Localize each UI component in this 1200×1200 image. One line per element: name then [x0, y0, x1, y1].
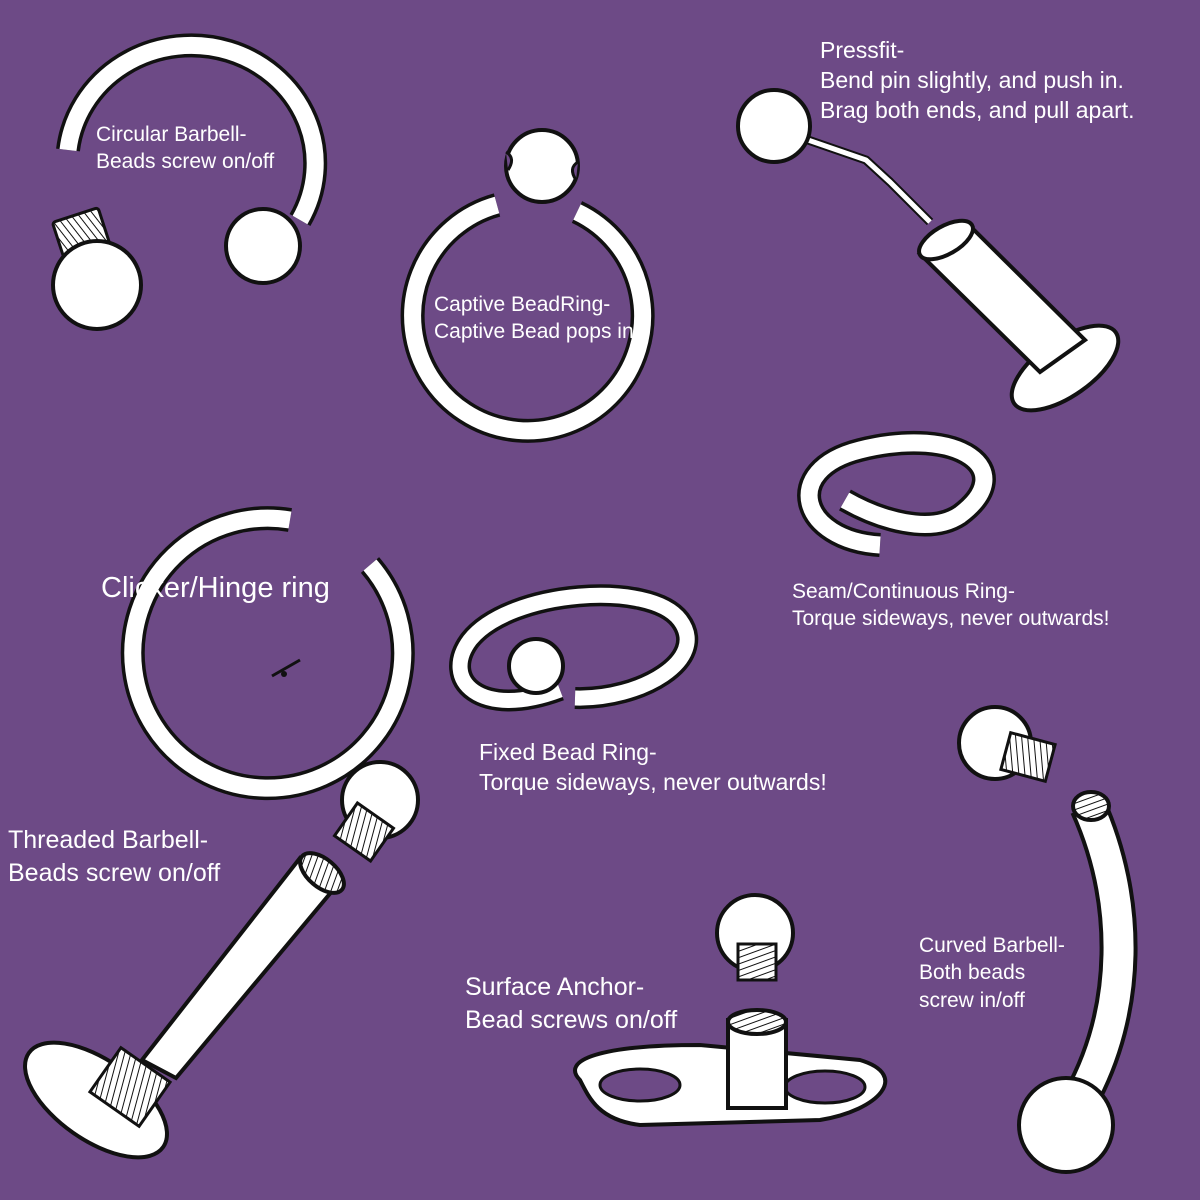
- clicker-hinge-ring-title: Clicker/Hinge ring: [101, 572, 330, 604]
- curved-barbell-illustration: [957, 705, 1138, 1174]
- fixed-bead-ring-title: Fixed Bead Ring-: [479, 739, 657, 765]
- threaded-barbell-label: Threaded Barbell- Beads screw on/off: [8, 824, 220, 889]
- captive-bead-ring-instruction: Captive Bead pops in: [434, 320, 634, 344]
- pressfit-illustration: [736, 88, 1121, 413]
- clicker-hinge-ring-label: Clicker/Hinge ring: [101, 570, 330, 608]
- surface-anchor-label: Surface Anchor- Bead screws on/off: [465, 971, 677, 1036]
- clicker-hinge-ring-illustration: [120, 506, 415, 801]
- curved-barbell-label: Curved Barbell- Both beads screw in/off: [919, 932, 1065, 1014]
- pressfit-instruction-insert: Bend pin slightly, and push in.: [820, 66, 1124, 93]
- pressfit-title: Pressfit-: [820, 37, 905, 63]
- pressfit-instruction-remove: Brag both ends, and pull apart.: [820, 96, 1135, 123]
- fixed-bead-ring-label: Fixed Bead Ring- Torque sideways, never …: [479, 738, 827, 798]
- surface-anchor-title: Surface Anchor-: [465, 973, 645, 1001]
- curved-barbell-instruction-2: screw in/off: [919, 988, 1025, 1012]
- seam-continuous-ring-instruction: Torque sideways, never outwards!: [792, 607, 1110, 631]
- captive-bead-ring-illustration: [400, 128, 655, 443]
- seam-continuous-ring-label: Seam/Continuous Ring- Torque sideways, n…: [792, 578, 1110, 633]
- captive-bead-ring-title: Captive BeadRing-: [434, 293, 611, 316]
- circular-barbell-loose-bead: [51, 206, 143, 331]
- circular-barbell-instruction: Beads screw on/off: [96, 150, 275, 174]
- seam-continuous-ring-illustration: [797, 430, 996, 557]
- curved-barbell-instruction-1: Both beads: [919, 961, 1026, 985]
- captive-bead-ring-label: Captive BeadRing- Captive Bead pops in: [434, 291, 634, 346]
- fixed-bead-ring-instruction: Torque sideways, never outwards!: [479, 768, 827, 795]
- threaded-barbell-illustration: [23, 760, 420, 1160]
- pressfit-label: Pressfit- Bend pin slightly, and push in…: [820, 36, 1135, 126]
- surface-anchor-instruction: Bead screws on/off: [465, 1005, 678, 1034]
- threaded-barbell-instruction: Beads screw on/off: [8, 858, 221, 887]
- circular-barbell-title: Circular Barbell-: [96, 123, 247, 146]
- circular-barbell-illustration: [51, 33, 328, 331]
- seam-continuous-ring-title: Seam/Continuous Ring-: [792, 580, 1015, 603]
- surface-anchor-illustration: [573, 893, 888, 1128]
- curved-barbell-title: Curved Barbell-: [919, 934, 1065, 957]
- threaded-barbell-title: Threaded Barbell-: [8, 826, 209, 854]
- circular-barbell-label: Circular Barbell- Beads screw on/off: [96, 121, 274, 176]
- fixed-bead-ring-illustration: [449, 584, 699, 712]
